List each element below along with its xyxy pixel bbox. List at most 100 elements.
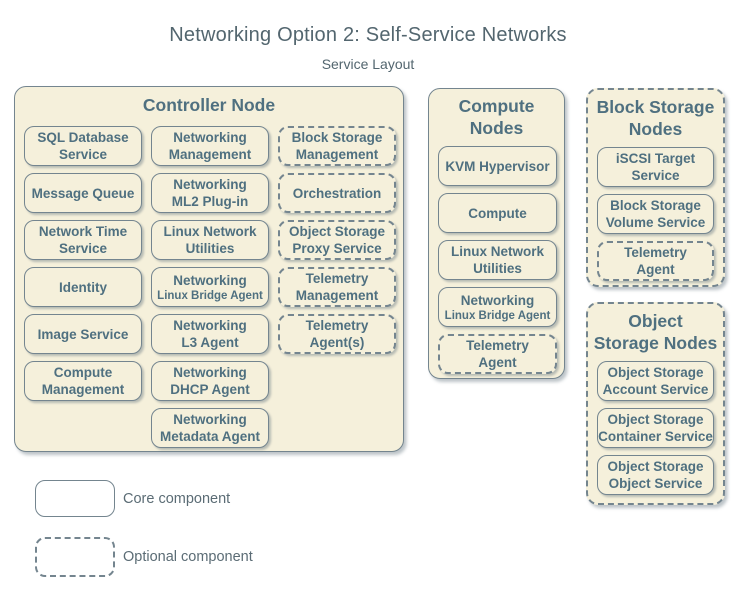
- service-label: Compute: [53, 365, 113, 380]
- service-label: Object Storage: [607, 365, 704, 380]
- service-label: Utilities: [473, 261, 522, 276]
- service-label: Image Service: [37, 326, 129, 342]
- service-label: Linux Bridge Agent: [157, 289, 263, 302]
- service-label: Networking: [173, 318, 247, 333]
- heading-line: Block Storage: [596, 97, 715, 117]
- service-label: Networking: [173, 130, 247, 145]
- service-label: Volume Service: [605, 215, 706, 230]
- compute-nodes-heading: Compute Nodes: [429, 89, 564, 139]
- service-label: Object Storage: [607, 459, 704, 474]
- service-label: Service: [58, 241, 108, 256]
- heading-line: Object: [628, 311, 683, 331]
- service-networking-management: Networking Management: [151, 126, 269, 166]
- service-label: Management: [295, 147, 379, 162]
- service-networking-ml2: Networking ML2 Plug-in: [151, 173, 269, 213]
- service-label: DHCP Agent: [170, 382, 250, 397]
- service-telemetry-agent: Telemetry Agent: [597, 241, 714, 281]
- service-label: Networking: [173, 177, 247, 192]
- service-networking-linux-bridge-agent: Networking Linux Bridge Agent: [151, 267, 269, 307]
- service-telemetry-agents: Telemetry Agent(s): [278, 314, 396, 354]
- service-telemetry-agent: Telemetry Agent: [438, 334, 557, 374]
- diagram-subtitle: Service Layout: [321, 56, 415, 72]
- service-compute: Compute: [438, 193, 557, 233]
- service-label: Utilities: [185, 241, 235, 256]
- service-label: Agent(s): [309, 335, 365, 350]
- service-block-storage-volume: Block Storage Volume Service: [597, 194, 714, 234]
- legend-optional-row: Optional component: [35, 537, 253, 577]
- service-linux-network-utilities: Linux Network Utilities: [151, 220, 269, 260]
- controller-services-grid: SQL Database Service Message Queue Netwo…: [15, 126, 403, 448]
- legend-core-swatch: [35, 480, 115, 517]
- service-label: Telemetry: [624, 245, 687, 260]
- service-label: Management: [295, 288, 379, 303]
- heading-line: Compute: [458, 96, 535, 116]
- service-compute-management: Compute Management: [24, 361, 142, 401]
- service-label: Linux Network: [450, 244, 544, 259]
- service-networking-metadata-agent: Networking Metadata Agent: [151, 408, 269, 448]
- service-networking-dhcp-agent: Networking DHCP Agent: [151, 361, 269, 401]
- service-iscsi-target: iSCSI Target Service: [597, 147, 714, 187]
- service-linux-network-utilities: Linux Network Utilities: [438, 240, 557, 280]
- service-label: Networking: [173, 365, 247, 380]
- service-label: Object Storage: [288, 224, 386, 239]
- service-network-time: Network Time Service: [24, 220, 142, 260]
- service-label: Account Service: [602, 382, 709, 397]
- legend-optional-swatch: [35, 537, 115, 577]
- service-label: Linux Network: [163, 224, 257, 239]
- service-label: Service: [631, 168, 680, 183]
- service-label: KVM Hypervisor: [445, 158, 550, 174]
- object-storage-nodes-group: Object Storage Nodes Object Storage Acco…: [586, 302, 725, 505]
- service-image-service: Image Service: [24, 314, 142, 354]
- heading-line: Nodes: [628, 119, 683, 139]
- service-block-storage-management: Block Storage Management: [278, 126, 396, 166]
- service-message-queue: Message Queue: [24, 173, 142, 213]
- service-label: Linux Bridge Agent: [444, 309, 551, 322]
- service-label: Management: [168, 147, 252, 162]
- service-label: Identity: [58, 279, 107, 295]
- block-storage-nodes-heading: Block Storage Nodes: [588, 90, 723, 140]
- service-kvm-hypervisor: KVM Hypervisor: [438, 146, 557, 186]
- service-label: SQL Database: [37, 130, 129, 145]
- service-networking-l3-agent: Networking L3 Agent: [151, 314, 269, 354]
- service-label: Object Service: [608, 476, 703, 491]
- service-telemetry-management: Telemetry Management: [278, 267, 396, 307]
- controller-node-group: Controller Node SQL Database Service Mes…: [14, 86, 404, 452]
- legend-core-row: Core component: [35, 480, 230, 517]
- service-networking-linux-bridge-agent: Networking Linux Bridge Agent: [438, 287, 557, 327]
- service-label: Agent: [636, 262, 675, 277]
- compute-services-stack: KVM Hypervisor Compute Linux Network Uti…: [429, 146, 564, 374]
- controller-node-heading: Controller Node: [142, 95, 276, 115]
- service-label: Compute: [468, 205, 527, 221]
- service-object-storage-proxy: Object Storage Proxy Service: [278, 220, 396, 260]
- block-storage-nodes-group: Block Storage Nodes iSCSI Target Service…: [586, 88, 725, 287]
- compute-nodes-group: Compute Nodes KVM Hypervisor Compute Lin…: [428, 88, 565, 379]
- diagram-title: Networking Option 2: Self-Service Networ…: [169, 24, 567, 46]
- service-label: Orchestration: [292, 185, 382, 201]
- service-label: Telemetry: [305, 271, 369, 286]
- service-label: Networking: [460, 292, 535, 308]
- service-label: Object Storage: [607, 412, 704, 427]
- service-object-storage-container: Object Storage Container Service: [597, 408, 714, 448]
- service-label: Network Time: [38, 224, 128, 239]
- service-label: Networking: [173, 412, 247, 427]
- service-label: Agent: [478, 355, 517, 370]
- service-identity: Identity: [24, 267, 142, 307]
- heading-line: Nodes: [469, 118, 524, 138]
- service-label: Block Storage: [291, 130, 383, 145]
- service-label: L3 Agent: [181, 335, 239, 350]
- service-object-storage-object: Object Storage Object Service: [597, 455, 714, 495]
- legend-core-label: Core component: [123, 490, 231, 507]
- service-label: Telemetry: [466, 338, 529, 353]
- service-label: Networking: [173, 272, 247, 288]
- block-storage-services-stack: iSCSI Target Service Block Storage Volum…: [588, 147, 723, 281]
- service-label: Service: [58, 147, 108, 162]
- legend-optional-label: Optional component: [123, 549, 253, 565]
- object-storage-nodes-heading: Object Storage Nodes: [588, 304, 723, 354]
- service-label: Proxy Service: [292, 241, 382, 256]
- service-label: Metadata Agent: [159, 429, 260, 444]
- service-label: ML2 Plug-in: [171, 194, 249, 209]
- service-label: Management: [41, 382, 125, 397]
- service-label: iSCSI Target: [615, 151, 696, 166]
- object-storage-services-stack: Object Storage Account Service Object St…: [588, 361, 723, 495]
